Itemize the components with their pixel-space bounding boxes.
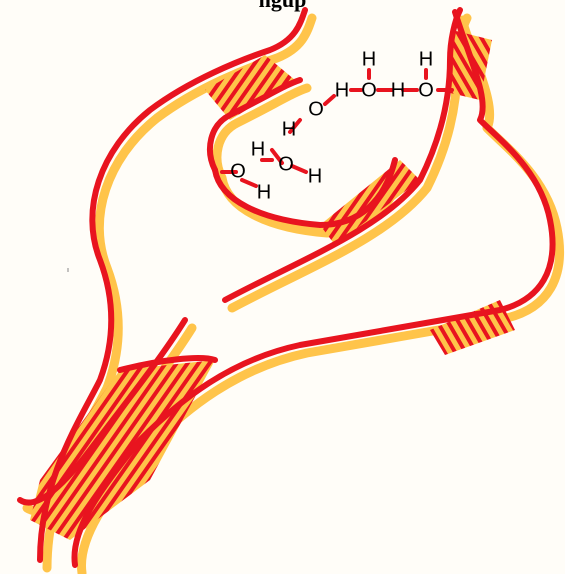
molecule-4-atom-2: O — [361, 79, 377, 101]
molecule-5-atom-1: H — [419, 48, 433, 70]
molecule-2-atom-1: H — [282, 118, 296, 140]
molecule-4-atom-3: H — [391, 79, 405, 101]
water-molecule-2: H O H — [278, 118, 322, 187]
molecule-1-atom-2: O — [230, 160, 246, 182]
molecule-4-atom-1: H — [362, 48, 376, 70]
molecule-3-atom-1: O — [308, 98, 324, 120]
molecule-2-atom-3: H — [308, 165, 322, 187]
molecule-1-atom-3: H — [257, 181, 271, 203]
molecule-1-atom-1: H — [251, 138, 265, 160]
water-molecule-1: H O H — [230, 138, 271, 203]
molecule-3-atom-2: H — [335, 79, 349, 101]
molecule-2-atom-2: O — [278, 153, 294, 175]
ladder-bottom-left — [30, 360, 215, 540]
molecule-5-atom-2: O — [418, 79, 434, 101]
